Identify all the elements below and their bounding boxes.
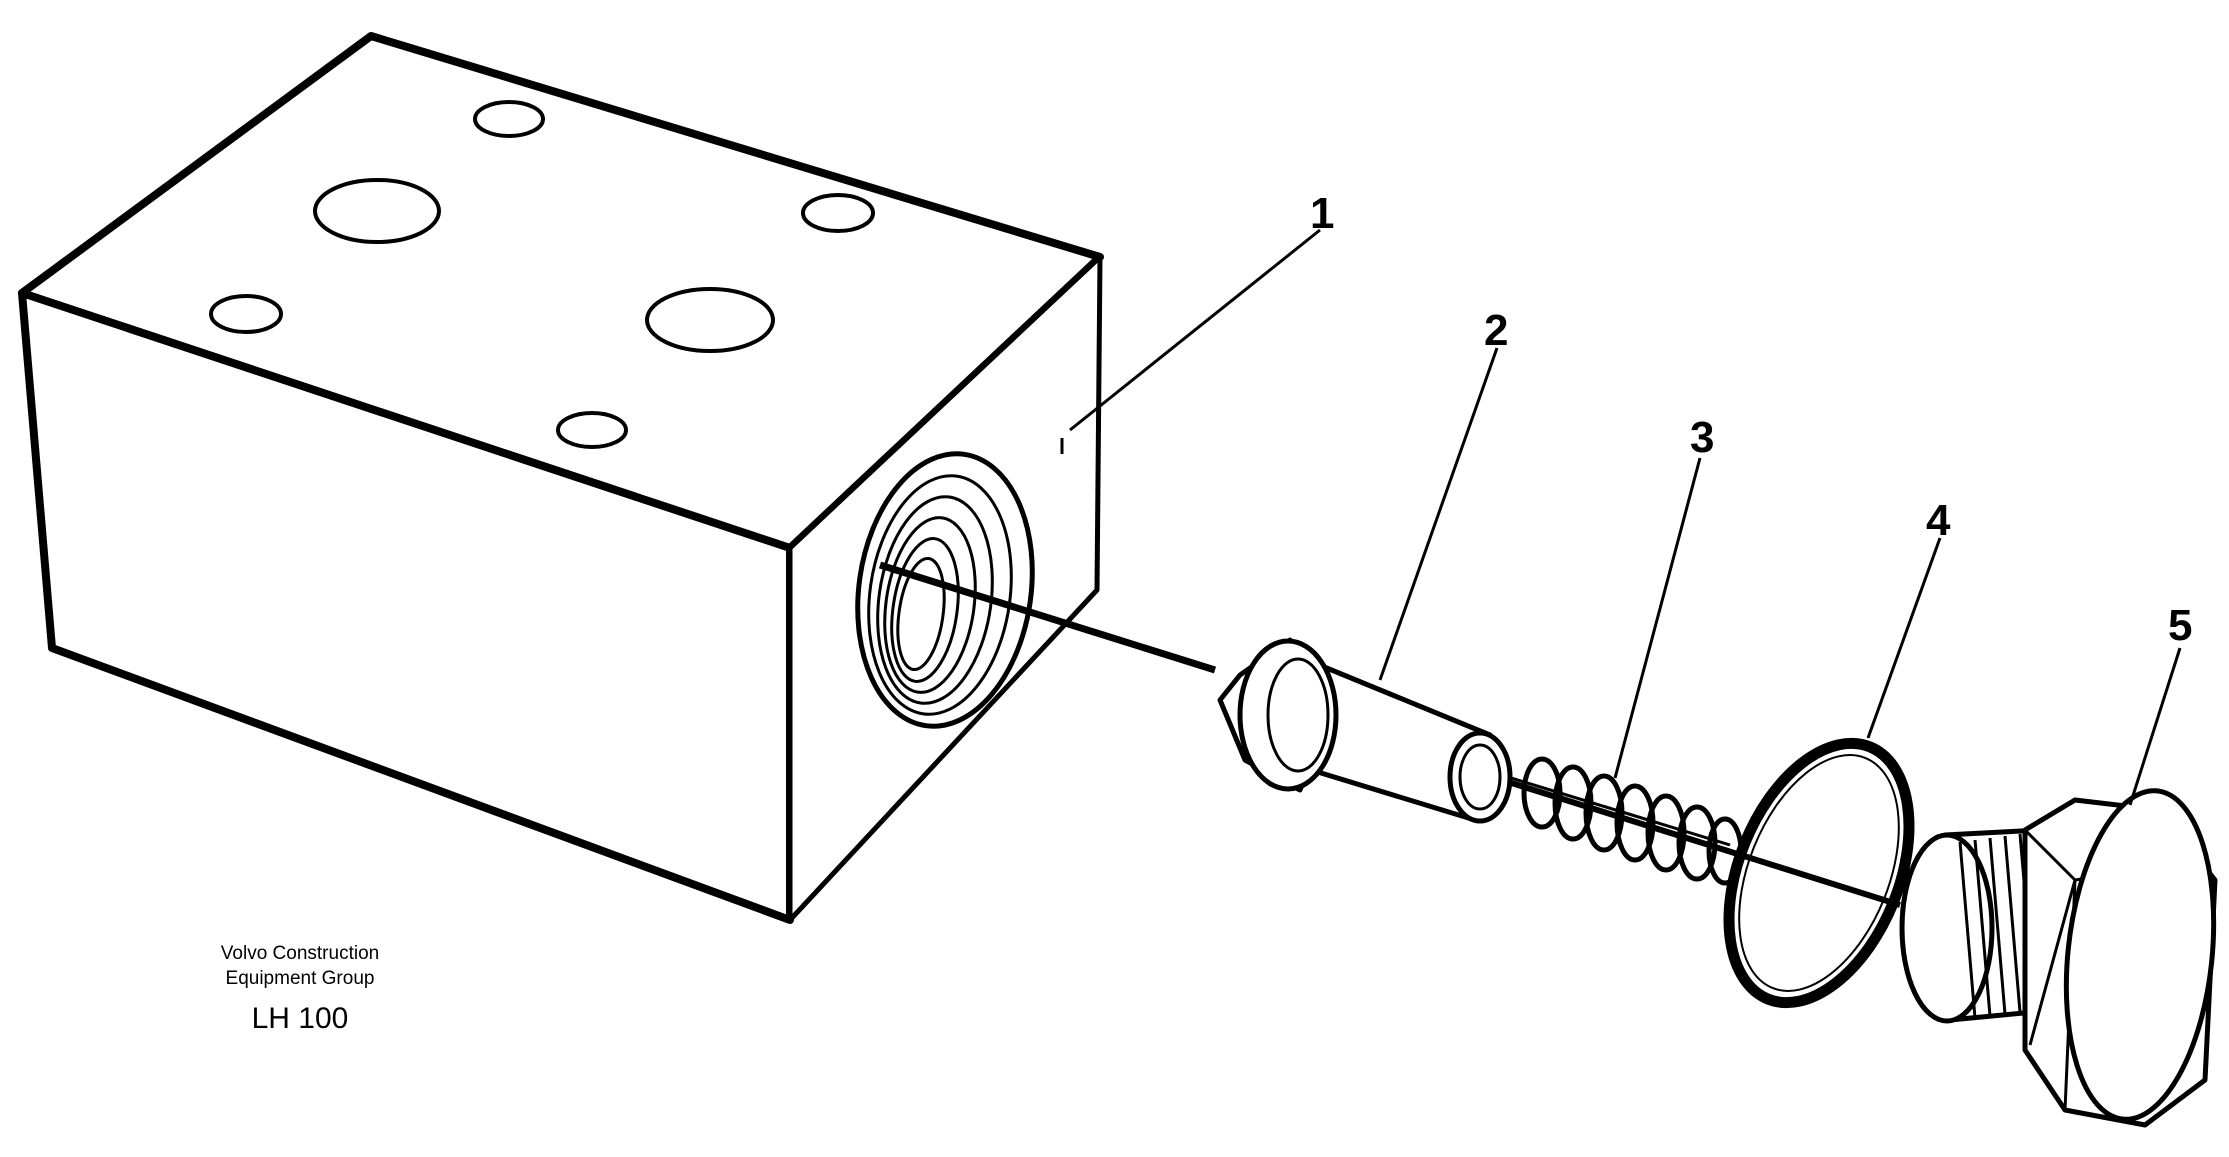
callout-number-2: 2 xyxy=(1484,306,1508,355)
spring xyxy=(1521,756,1744,886)
leader-4 xyxy=(1866,537,1942,739)
callout-leaders xyxy=(1069,228,2182,806)
credit-company-line-1: Volvo Construction xyxy=(220,943,380,964)
model-label: LH 100 xyxy=(251,1002,349,1035)
callout-number-5: 5 xyxy=(2168,601,2192,650)
plug xyxy=(1899,788,2218,1128)
valve-cone xyxy=(1217,637,1513,824)
callout-number-1: 1 xyxy=(1310,189,1334,238)
leader-2 xyxy=(1378,347,1499,681)
assembly-axis-line xyxy=(878,561,1217,674)
leader-1 xyxy=(1069,228,1321,432)
o-ring xyxy=(1723,737,1915,1009)
leader-3 xyxy=(1613,457,1702,779)
callout-number-4: 4 xyxy=(1926,496,1951,545)
callout-number-3: 3 xyxy=(1690,413,1714,462)
valve-block xyxy=(18,32,1104,924)
credit-company-line-2: Equipment Group xyxy=(225,968,375,989)
leader-5 xyxy=(2128,647,2182,806)
